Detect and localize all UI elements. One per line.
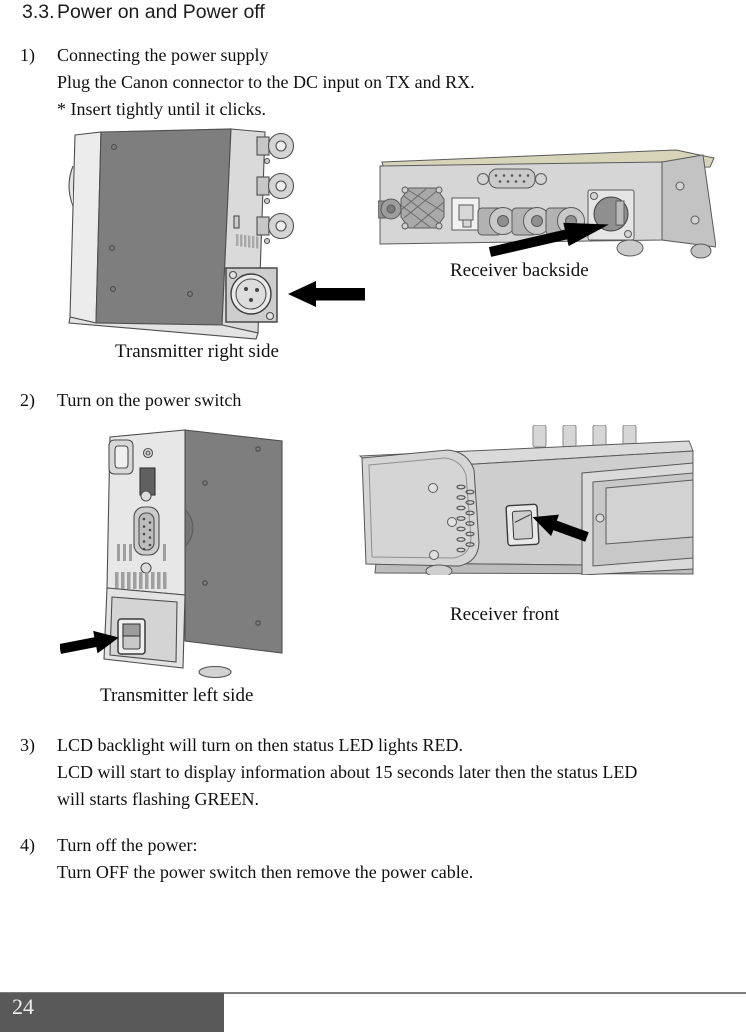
step-text-line: Connecting the power supply bbox=[57, 45, 269, 65]
step-number: 4) bbox=[20, 835, 35, 855]
transmitter-left-side-drawing bbox=[60, 429, 283, 679]
figure-caption: Receiver backside bbox=[450, 260, 589, 281]
footer-divider bbox=[0, 992, 746, 994]
arrow-left-icon bbox=[288, 281, 365, 307]
receiver-front-illustration bbox=[355, 425, 695, 575]
section-number: 3.3. bbox=[22, 1, 55, 23]
figure-caption: Receiver front bbox=[450, 604, 560, 625]
section-title: Power on and Power off bbox=[57, 1, 265, 23]
step-text-line: Turn on the power switch bbox=[57, 390, 242, 410]
figure-caption: Transmitter left side bbox=[100, 685, 254, 706]
receiver-front-drawing bbox=[358, 425, 694, 575]
footer-page-bar: 24 bbox=[0, 993, 224, 1032]
step-text-line: will starts flashing GREEN. bbox=[57, 789, 259, 809]
step-text-line: Turn OFF the power switch then remove th… bbox=[57, 862, 474, 882]
transmitter-right-side-illustration bbox=[60, 128, 370, 340]
arrow-up-right-icon bbox=[488, 222, 609, 257]
transmitter-left-side-illustration bbox=[60, 425, 295, 680]
receiver-backside-illustration bbox=[378, 148, 716, 260]
step-number: 1) bbox=[20, 45, 35, 65]
arrow-up-left-icon bbox=[532, 514, 589, 542]
step-text-line: Turn off the power: bbox=[57, 835, 198, 855]
page-number: 24 bbox=[12, 994, 34, 1019]
step-text-line: LCD backlight will turn on then status L… bbox=[57, 735, 463, 755]
receiver-backside-drawing bbox=[378, 149, 716, 259]
figure-caption: Transmitter right side bbox=[115, 341, 279, 362]
arrow-right-icon bbox=[60, 630, 119, 654]
step-number: 2) bbox=[20, 390, 35, 410]
step-number: 3) bbox=[20, 735, 35, 755]
step-text-line: LCD will start to display information ab… bbox=[57, 762, 638, 782]
transmitter-right-side-drawing bbox=[68, 128, 365, 340]
step-text-line: * Insert tightly until it clicks. bbox=[57, 99, 266, 119]
step-text-line: Plug the Canon connector to the DC input… bbox=[57, 72, 475, 92]
section-heading: 3.3.Power on and Power off bbox=[22, 1, 265, 24]
